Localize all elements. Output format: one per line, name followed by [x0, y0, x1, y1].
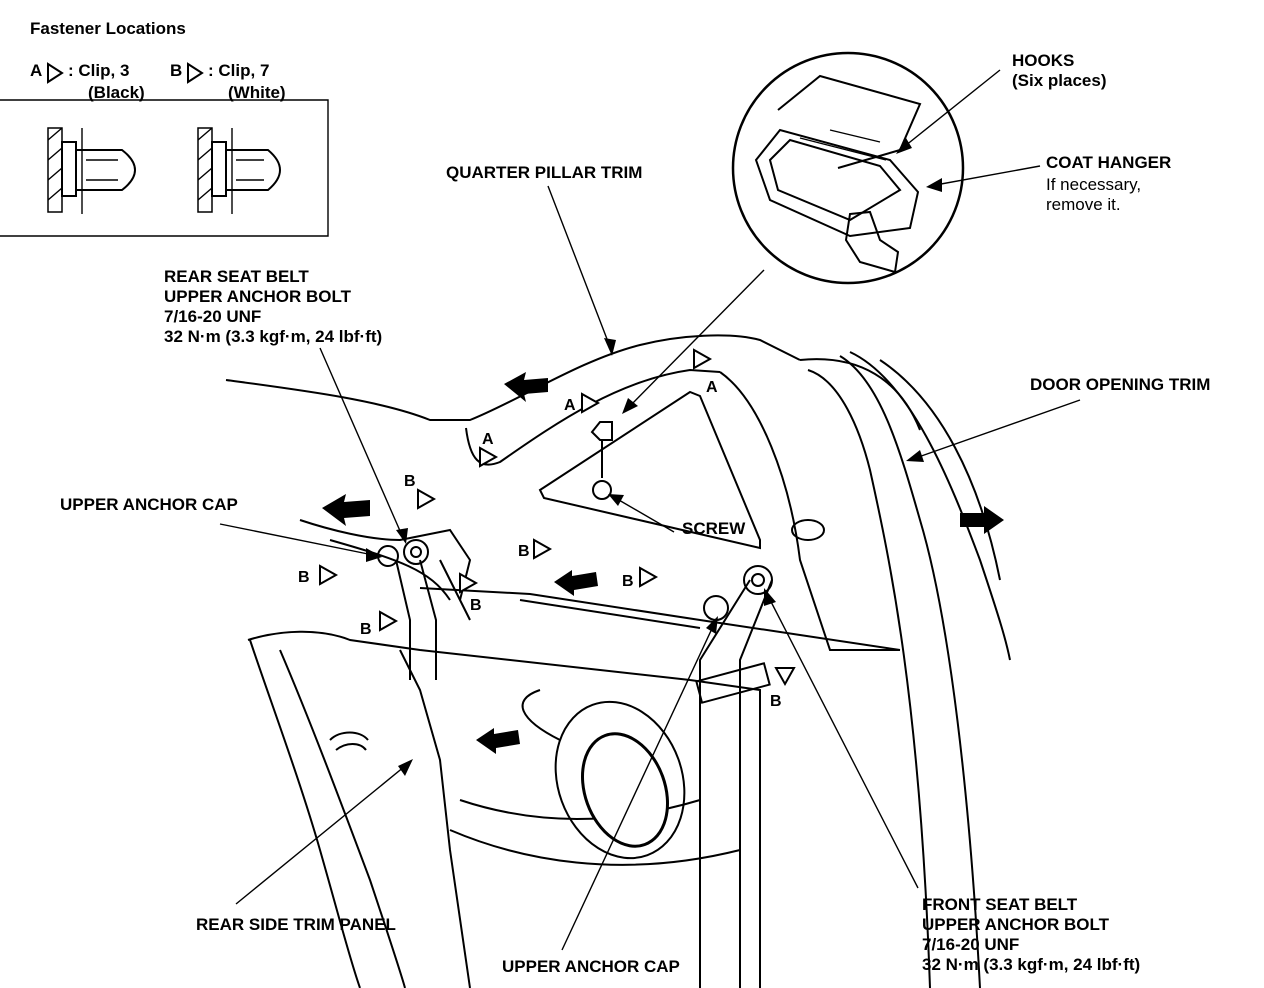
coat-hanger-label: COAT HANGER If necessary, remove it. — [1046, 153, 1171, 214]
clip-b-symbol-icon — [187, 62, 204, 84]
svg-text:7/16-20 UNF: 7/16-20 UNF — [164, 307, 261, 326]
removal-direction-arrows — [322, 372, 1004, 754]
svg-text:A: A — [564, 397, 576, 414]
svg-text:32 N·m (3.3 kgf·m, 24 lbf·ft): 32 N·m (3.3 kgf·m, 24 lbf·ft) — [922, 955, 1140, 974]
svg-text:FRONT SEAT BELT: FRONT SEAT BELT — [922, 895, 1078, 914]
legend-b-letter: B — [170, 61, 182, 80]
arrow-left-icon — [322, 494, 370, 526]
clip-marker-b: B — [459, 572, 482, 614]
clip-marker-b: B — [770, 667, 796, 710]
clip-marker-a: A — [693, 348, 718, 396]
arrow-left-icon — [554, 570, 598, 596]
rear-side-trim-panel-label: REAR SIDE TRIM PANEL — [196, 915, 396, 934]
clip-marker-b: B — [360, 610, 399, 638]
legend-title: Fastener Locations — [30, 19, 186, 38]
svg-text:B: B — [518, 543, 530, 560]
leader-lines — [219, 69, 1081, 951]
legend-a-color: (Black) — [88, 83, 145, 102]
hooks-label: HOOKS (Six places) — [1012, 51, 1107, 90]
svg-text:B: B — [298, 569, 310, 586]
clip-a-illustration — [47, 127, 136, 214]
svg-text:A: A — [482, 431, 494, 448]
clip-marker-a: A — [564, 392, 601, 414]
legend-b-desc: : Clip, 7 — [208, 61, 269, 80]
clip-marker-b: B — [404, 473, 437, 510]
clip-b-illustration — [197, 127, 281, 214]
front-seat-belt-anchor-label: FRONT SEAT BELT UPPER ANCHOR BOLT 7/16-2… — [922, 895, 1140, 974]
legend-a-desc: : Clip, 3 — [68, 61, 129, 80]
svg-text:32 N·m (3.3 kgf·m, 24 lbf·ft): 32 N·m (3.3 kgf·m, 24 lbf·ft) — [164, 327, 382, 346]
upper-anchor-cap-label: UPPER ANCHOR CAP — [60, 495, 238, 514]
svg-text:remove it.: remove it. — [1046, 195, 1121, 214]
svg-text:B: B — [622, 573, 634, 590]
clip-markers: A A A B B B B B — [298, 348, 796, 710]
upper-anchor-cap-label: UPPER ANCHOR CAP — [502, 957, 680, 976]
legend-frame — [0, 99, 329, 237]
svg-text:B: B — [404, 473, 416, 490]
arrow-right-icon — [960, 506, 1004, 534]
quarter-pillar-body — [225, 334, 1011, 988]
svg-text:(Six places): (Six places) — [1012, 71, 1107, 90]
svg-text:If necessary,: If necessary, — [1046, 175, 1141, 194]
svg-text:B: B — [770, 693, 782, 710]
callout-labels: REAR SEAT BELT UPPER ANCHOR BOLT 7/16-20… — [60, 51, 1210, 976]
svg-text:UPPER ANCHOR BOLT: UPPER ANCHOR BOLT — [922, 915, 1110, 934]
quarter-pillar-trim-label: QUARTER PILLAR TRIM — [446, 163, 642, 182]
rear-seat-belt-anchor-label: REAR SEAT BELT UPPER ANCHOR BOLT 7/16-20… — [164, 267, 382, 346]
clip-marker-b: B — [518, 538, 553, 560]
legend-a-letter: A — [30, 61, 42, 80]
arrow-left-icon — [504, 372, 548, 402]
clip-marker-b: B — [298, 564, 339, 586]
svg-text:REAR SEAT BELT: REAR SEAT BELT — [164, 267, 309, 286]
svg-text:7/16-20 UNF: 7/16-20 UNF — [922, 935, 1019, 954]
coat-hanger-detail — [731, 51, 965, 285]
clip-a-symbol-icon — [47, 62, 64, 84]
svg-text:HOOKS: HOOKS — [1012, 51, 1074, 70]
svg-text:UPPER ANCHOR BOLT: UPPER ANCHOR BOLT — [164, 287, 352, 306]
svg-text:COAT HANGER: COAT HANGER — [1046, 153, 1171, 172]
clip-marker-b: B — [622, 566, 659, 590]
legend-b-color: (White) — [228, 83, 286, 102]
door-opening-trim-label: DOOR OPENING TRIM — [1030, 375, 1210, 394]
svg-text:B: B — [470, 597, 482, 614]
screw-label: SCREW — [682, 519, 746, 538]
svg-text:B: B — [360, 621, 372, 638]
arrow-left-icon — [476, 728, 520, 754]
svg-text:A: A — [706, 379, 718, 396]
fastener-legend: Fastener Locations A : Clip, 3 (Black) B… — [0, 19, 329, 237]
clip-marker-a: A — [479, 431, 499, 468]
